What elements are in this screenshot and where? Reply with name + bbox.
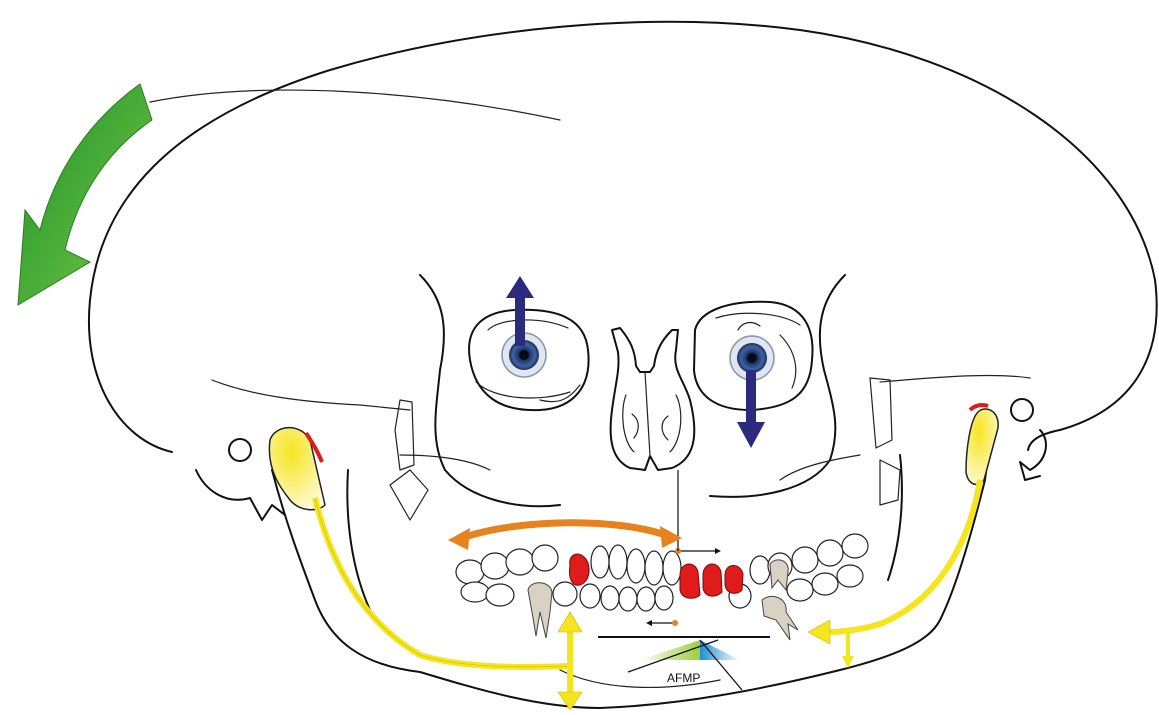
afmp-label: AFMP <box>667 671 700 685</box>
right-ear-region <box>870 378 1046 505</box>
maxillary-width-arrow <box>448 523 682 550</box>
right-mandible-arrow <box>808 480 980 668</box>
facial-contours <box>212 275 1030 506</box>
skull-outline <box>89 22 1157 452</box>
lower-midline-shift-arrow <box>646 620 678 626</box>
nasal-cavity <box>611 328 695 470</box>
upper-midline-shift-arrow <box>675 470 721 554</box>
right-condyle <box>966 405 998 484</box>
left-condyle <box>269 428 325 510</box>
upper-dental-arch <box>456 534 868 640</box>
vertical-asymmetry-arrow <box>558 612 582 710</box>
rotation-arrow <box>18 84 152 305</box>
